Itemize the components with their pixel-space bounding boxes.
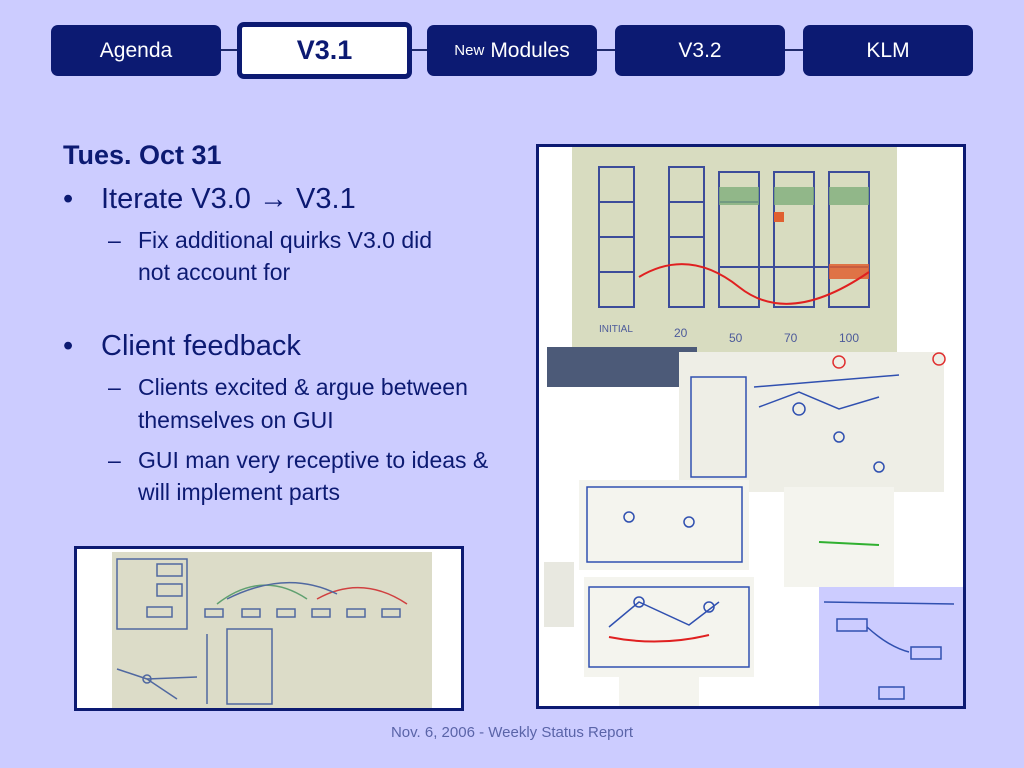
slide-footer: Nov. 6, 2006 - Weekly Status Report: [390, 724, 634, 741]
tab-v3-2-label: V3.2: [678, 38, 722, 62]
gui-sketch-drawing: [77, 549, 432, 708]
whiteboard-photo-collage: INITIAL 20 50 70 100: [536, 144, 966, 709]
tab-v3-2[interactable]: V3.2: [615, 25, 785, 76]
bullet-item: • Client feedback: [63, 330, 533, 363]
bullet-dot: •: [63, 330, 74, 363]
tab-v3-1-label: V3.1: [296, 35, 353, 65]
sub-bullet-dash: –: [108, 227, 121, 253]
slide-content: Tues. Oct 31 • Iterate V3.0 → V3.1 – Fix…: [63, 140, 533, 516]
sub-bullet-item: – GUI man very receptive to ideas & will…: [108, 444, 533, 508]
whiteboard-word: 20: [674, 326, 688, 340]
whiteboard-sketch-drawing: INITIAL 20 50 70 100: [544, 147, 963, 706]
tab-new-modules-prefix: New: [454, 42, 485, 59]
sub-bullet-dash: –: [108, 374, 121, 401]
tab-klm-label: KLM: [866, 38, 910, 62]
bullet-item: • Iterate V3.0 → V3.1: [63, 183, 533, 216]
sub-bullet-dash: –: [108, 446, 121, 473]
sub-bullet-text: GUI man very receptive to ideas & will i…: [138, 446, 489, 505]
slide-title: Tues. Oct 31: [63, 140, 222, 170]
bullet-text: Iterate V3.0 → V3.1: [101, 183, 356, 215]
whiteboard-word: 50: [729, 331, 743, 345]
whiteboard-photo-gui: [74, 546, 464, 711]
whiteboard-word: 100: [839, 331, 859, 345]
sub-bullet-item: – Fix additional quirks V3.0 did not acc…: [108, 224, 533, 288]
sub-bullet-item: – Clients excited & argue between themse…: [108, 371, 533, 435]
tab-agenda[interactable]: Agenda: [51, 25, 221, 76]
whiteboard-word: 70: [784, 331, 798, 345]
tab-agenda-label: Agenda: [99, 38, 173, 62]
tab-klm[interactable]: KLM: [803, 25, 973, 76]
tab-new-modules[interactable]: New Modules: [427, 25, 597, 76]
bullet-dot: •: [63, 183, 74, 215]
tab-v3-1[interactable]: V3.1: [237, 22, 412, 79]
sub-bullet-text: Fix additional quirks V3.0 did not accou…: [138, 227, 433, 286]
sub-bullet-text: Clients excited & argue between themselv…: [138, 374, 468, 433]
tab-new-modules-label: Modules: [490, 38, 570, 62]
bullet-text: Client feedback: [101, 330, 301, 363]
whiteboard-word: INITIAL: [599, 324, 633, 335]
